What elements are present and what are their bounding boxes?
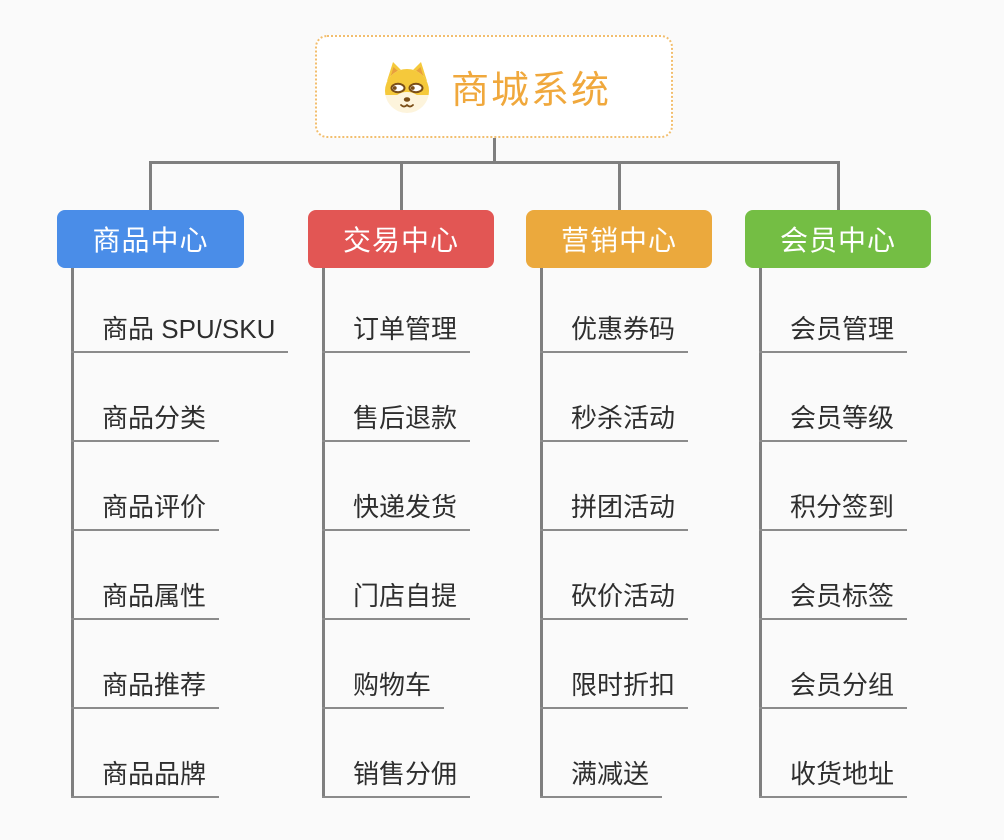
connector-line (149, 161, 152, 210)
leaf-node[interactable]: 拼团活动 (540, 492, 689, 531)
leaf-node[interactable]: 收货地址 (759, 759, 908, 798)
dog-face-icon (384, 61, 429, 113)
leaf-node[interactable]: 商品评价 (71, 492, 220, 531)
connector-line (149, 161, 840, 164)
branch-node-member-center[interactable]: 会员中心 (745, 210, 931, 268)
leaf-node[interactable]: 商品属性 (71, 581, 220, 620)
connector-line (71, 268, 74, 798)
leaf-node[interactable]: 限时折扣 (540, 670, 689, 709)
connector-line (759, 268, 762, 798)
connector-line (618, 161, 621, 210)
branch-node-product-center[interactable]: 商品中心 (57, 210, 244, 268)
connector-line (837, 161, 840, 210)
leaf-node[interactable]: 优惠券码 (540, 314, 689, 353)
leaf-node[interactable]: 会员管理 (759, 314, 908, 353)
leaf-node[interactable]: 砍价活动 (540, 581, 689, 620)
leaf-node[interactable]: 会员标签 (759, 581, 908, 620)
leaf-node[interactable]: 售后退款 (322, 403, 471, 442)
leaf-node[interactable]: 购物车 (322, 670, 445, 709)
connector-line (540, 268, 543, 798)
leaf-node[interactable]: 会员等级 (759, 403, 908, 442)
leaf-node[interactable]: 快递发货 (322, 492, 471, 531)
leaf-node[interactable]: 商品分类 (71, 403, 220, 442)
connector-line (400, 161, 403, 210)
leaf-node[interactable]: 商品 SPU/SKU (71, 314, 289, 353)
branch-node-marketing-center[interactable]: 营销中心 (526, 210, 712, 268)
leaf-node[interactable]: 会员分组 (759, 670, 908, 709)
leaf-node[interactable]: 满减送 (540, 759, 663, 798)
root-node[interactable]: 商城系统 (315, 35, 673, 138)
branch-node-trade-center[interactable]: 交易中心 (308, 210, 494, 268)
leaf-node[interactable]: 积分签到 (759, 492, 908, 531)
leaf-node[interactable]: 秒杀活动 (540, 403, 689, 442)
connector-line (322, 268, 325, 798)
root-title: 商城系统 (450, 70, 611, 112)
leaf-node[interactable]: 订单管理 (322, 314, 471, 353)
leaf-node[interactable]: 门店自提 (322, 581, 471, 620)
leaf-node[interactable]: 商品品牌 (71, 759, 220, 798)
connector-line (493, 137, 496, 164)
leaf-node[interactable]: 商品推荐 (71, 670, 220, 709)
leaf-node[interactable]: 销售分佣 (322, 759, 471, 798)
